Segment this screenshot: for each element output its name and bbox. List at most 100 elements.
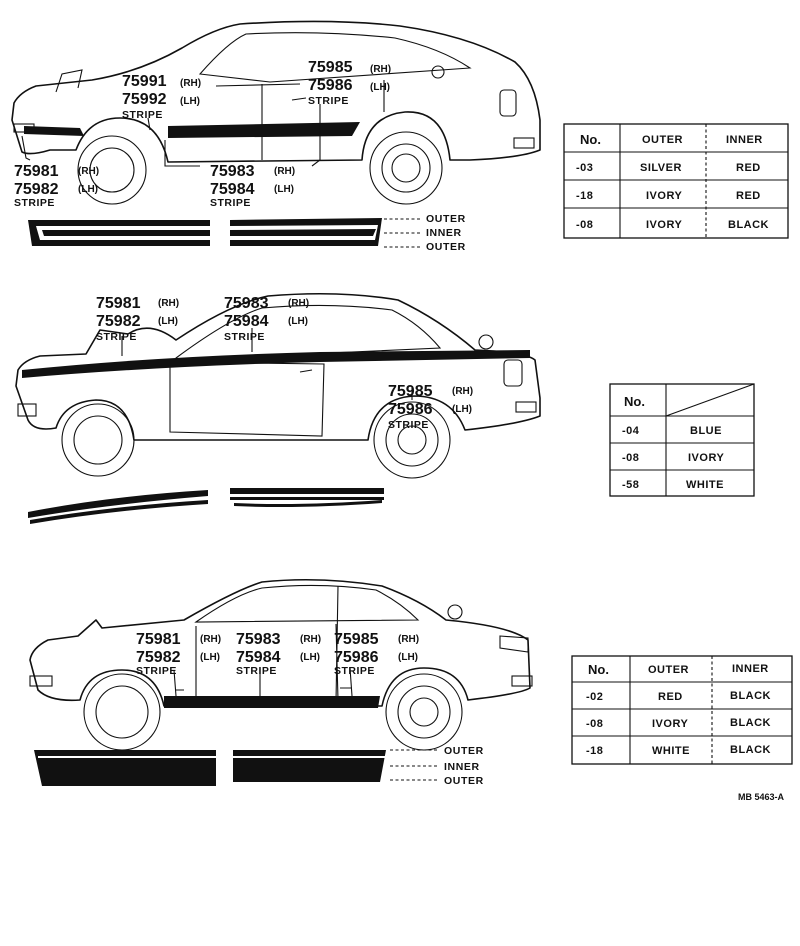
car-2-window: [175, 304, 442, 361]
table-cell: IVORY: [646, 190, 682, 202]
layer-label-inner: INNER: [444, 761, 480, 773]
car-1-stripe-front: [24, 126, 84, 136]
table-header-no: No.: [624, 394, 645, 409]
table-cell: BLACK: [730, 717, 771, 729]
part-number-lh: 75986: [308, 77, 353, 94]
side-label-lh: (LH): [452, 404, 472, 415]
callout-75981: 75981 (RH) 75982 (LH) STRIPE: [136, 631, 221, 677]
table-cell: SILVER: [640, 162, 682, 174]
table-cell: -18: [586, 745, 603, 757]
part-number-rh: 75985: [334, 631, 379, 648]
table-header-inner: INNER: [726, 134, 763, 146]
layer-label-inner: INNER: [426, 227, 462, 239]
car-3-tail-lamp: [499, 635, 529, 653]
part-number-rh: 75981: [14, 163, 59, 180]
car-3-callouts: 75981 (RH) 75982 (LH) STRIPE 75983 (RH) …: [136, 631, 419, 677]
stripe-label: STRIPE: [236, 665, 277, 677]
part-number-lh: 75986: [334, 649, 379, 666]
car-1-stripe-section: OUTER INNER OUTER: [28, 213, 466, 253]
table-header-outer: OUTER: [648, 664, 689, 676]
car-1-body: [11, 20, 541, 163]
table-cell: RED: [736, 190, 761, 202]
side-label-rh: (RH): [300, 634, 321, 645]
side-label-lh: (LH): [274, 184, 294, 195]
table-cell: WHITE: [686, 479, 724, 491]
car-2-tail-lamp: [503, 359, 523, 387]
car-1-callouts: 75991 (RH) 75992 (LH) STRIPE 75985 (RH) …: [14, 59, 391, 209]
car-2-callouts: 75981 (RH) 75982 (LH) STRIPE 75983 (RH) …: [96, 295, 473, 431]
part-number-rh: 75981: [96, 295, 141, 312]
side-label-lh: (LH): [288, 316, 308, 327]
part-number-rh: 75985: [308, 59, 353, 76]
table-cell: IVORY: [688, 452, 724, 464]
car-2-stripe: [22, 350, 530, 378]
car-2-illustration: [15, 292, 541, 479]
side-label-rh: (RH): [200, 634, 221, 645]
side-label-lh: (LH): [398, 652, 418, 663]
table-cell: IVORY: [646, 219, 682, 231]
table-cell: -04: [622, 425, 640, 437]
side-label-rh: (RH): [370, 64, 391, 75]
table-cell: BLACK: [728, 219, 769, 231]
side-label-lh: (LH): [200, 652, 220, 663]
stripe-label: STRIPE: [388, 419, 429, 431]
callout-75983: 75983 (RH) 75984 (LH) STRIPE: [224, 295, 309, 343]
car-1-window: [198, 32, 472, 83]
layer-label-outer: OUTER: [426, 213, 466, 225]
stripe-label: STRIPE: [96, 331, 137, 343]
table-header-no: No.: [588, 662, 609, 677]
part-number-rh: 75985: [388, 383, 433, 400]
car-3-fuel-cap: [447, 604, 463, 620]
stripe-label: STRIPE: [14, 197, 55, 209]
color-table-2: No. -04 BLUE -08 IVORY -58 WHITE: [609, 383, 755, 497]
car-2-rear-lamp: [515, 401, 537, 413]
car-1-rear-lamp: [513, 137, 535, 149]
car-3-front-wheel: [83, 673, 161, 751]
car-1-front-wheel: [77, 135, 147, 205]
table-cell: RED: [736, 162, 761, 174]
car-2-front-wheel: [61, 403, 135, 477]
table-cell: -08: [586, 718, 603, 730]
side-label-lh: (LH): [78, 184, 98, 195]
callout-75981: 75981 (RH) 75982 (LH) STRIPE: [96, 295, 179, 343]
table-cell: -08: [622, 452, 639, 464]
stripe-label: STRIPE: [308, 95, 349, 107]
table-cell: -58: [622, 479, 639, 491]
part-number-lh: 75984: [224, 313, 269, 330]
table-cell: BLUE: [690, 425, 722, 437]
color-table-3: No. OUTER INNER -02 RED BLACK -08 IVORY …: [571, 655, 793, 765]
callout-75985: 75985 (RH) 75986 (LH) STRIPE: [334, 631, 419, 677]
callout-75983: 75983 (RH) 75984 (LH) STRIPE: [210, 163, 295, 209]
car-1-illustration: [11, 20, 541, 205]
color-table-1: No. OUTER INNER -03 SILVER RED -18 IVORY…: [563, 123, 789, 239]
table-header-inner: INNER: [732, 663, 769, 675]
stripe-label: STRIPE: [122, 109, 163, 121]
side-label-lh: (LH): [158, 316, 178, 327]
car-3-body: [29, 578, 531, 707]
table-cell: BLACK: [730, 744, 771, 756]
side-label-rh: (RH): [180, 78, 201, 89]
callout-75991: 75991 (RH) 75992 (LH) STRIPE: [122, 73, 201, 121]
layer-label-outer: OUTER: [444, 745, 484, 757]
table-cell: -18: [576, 190, 593, 202]
part-number-lh: 75982: [14, 181, 59, 198]
stripe-label: STRIPE: [210, 197, 251, 209]
car-1-door-line: [261, 80, 385, 160]
car-3-window: [194, 584, 420, 623]
stripe-label: STRIPE: [224, 331, 265, 343]
car-3-illustration: [29, 578, 533, 751]
part-number-lh: 75982: [136, 649, 181, 666]
car-1-mirror: [55, 69, 83, 93]
table-cell: RED: [658, 691, 683, 703]
part-number-lh: 75982: [96, 313, 141, 330]
part-number-rh: 75983: [224, 295, 269, 312]
callout-75985: 75985 (RH) 75986 (LH) STRIPE: [308, 59, 391, 107]
layer-label-outer: OUTER: [426, 241, 466, 253]
side-label-rh: (RH): [288, 298, 309, 309]
table-header-outer: OUTER: [642, 134, 683, 146]
part-number-rh: 75991: [122, 73, 167, 90]
callout-75985: 75985 (RH) 75986 (LH) STRIPE: [388, 383, 473, 431]
side-label-rh: (RH): [452, 386, 473, 397]
side-label-rh: (RH): [398, 634, 419, 645]
table-cell: -03: [576, 162, 593, 174]
